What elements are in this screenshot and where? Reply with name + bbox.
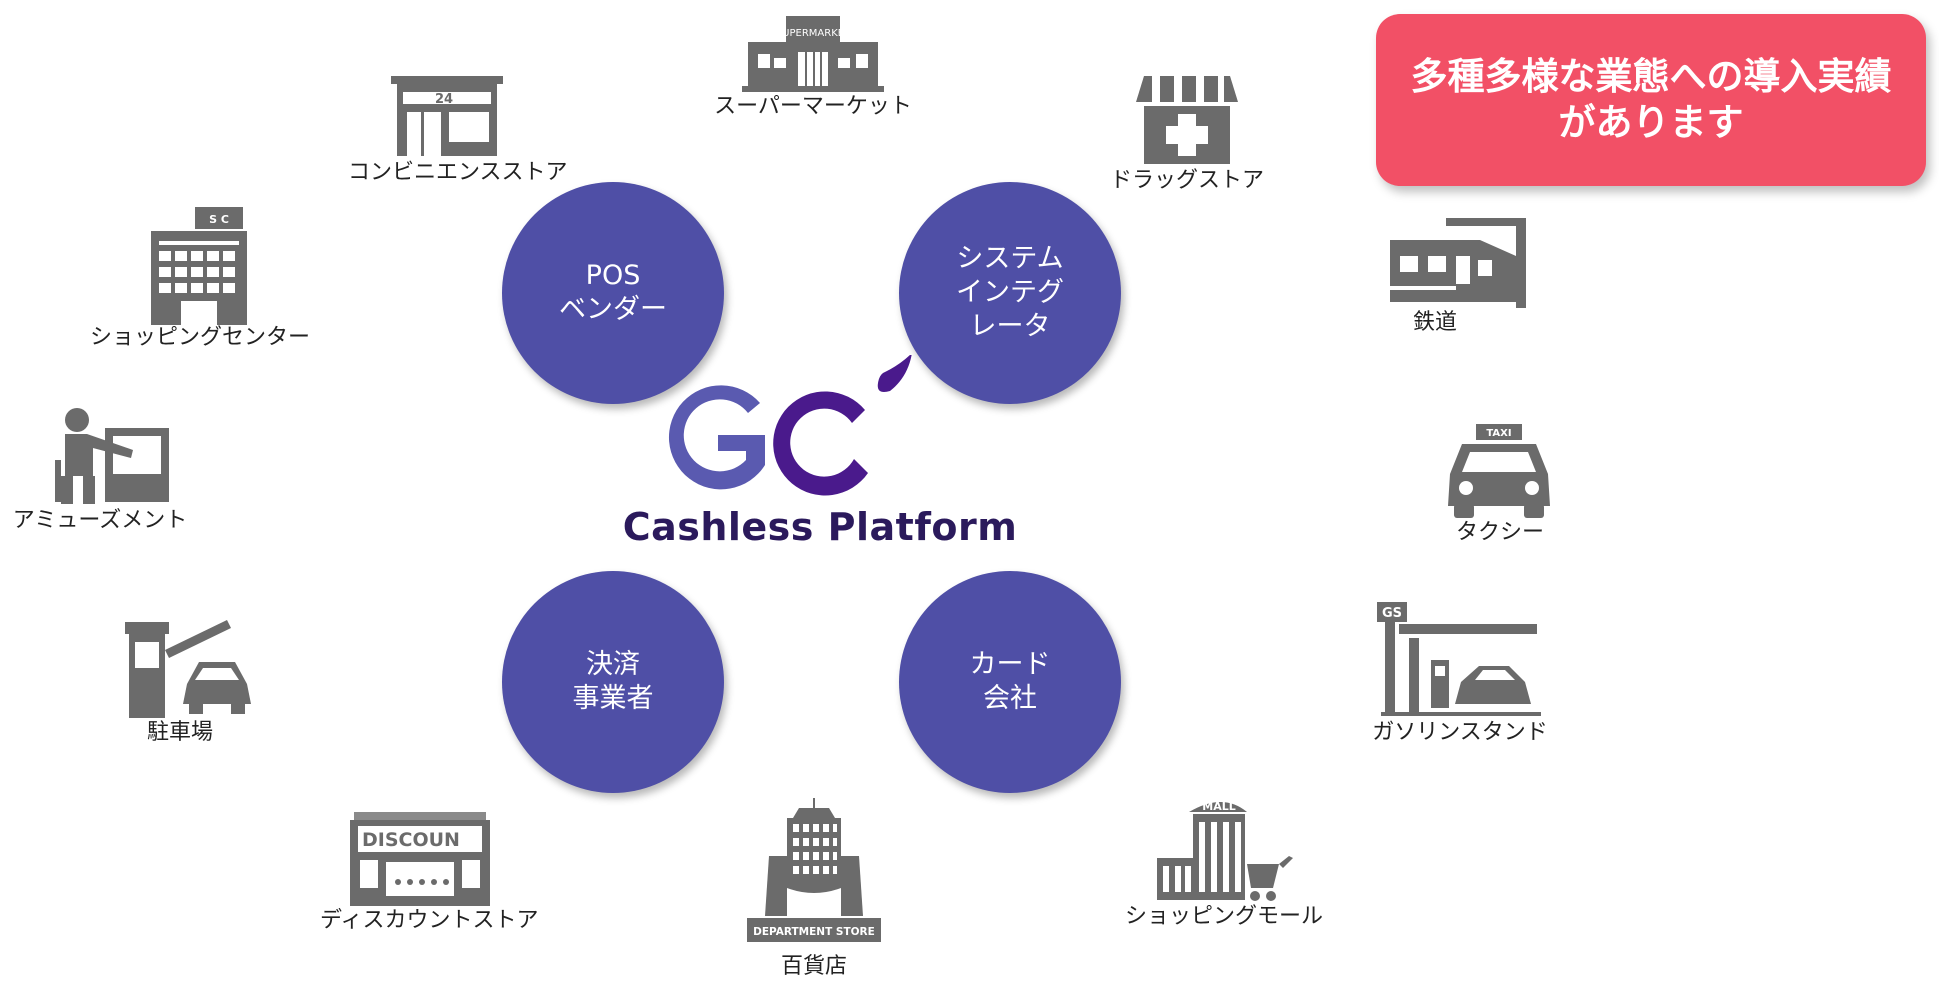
supermarket-icon: SUPERMARKET (742, 16, 884, 92)
industry-label: タクシー (1455, 520, 1544, 545)
callout-text: 多種多様な業態への導入実績 があります (1410, 55, 1892, 144)
industry-shopping-center: S C ショッピングセンター (90, 205, 311, 351)
industry-supermarket: SUPERMARKET スーパーマーケット (713, 8, 913, 120)
industry-label: コンビニエンスストア (348, 160, 568, 185)
industry-drugstore: ドラッグストア (1087, 68, 1287, 194)
gas-station-icon: GS (1377, 602, 1541, 716)
industry-shopping-mall: MALL ショッピングモール (1124, 792, 1324, 930)
brand-name: Cashless Platform (622, 505, 1018, 549)
industry-label: ガソリンスタンド (1372, 720, 1548, 745)
shopping-center-icon: S C (151, 207, 247, 325)
shopping-mall-icon: MALL (1157, 800, 1293, 901)
svg-text:DISCOUN: DISCOUN (362, 829, 460, 851)
convenience-store-icon: 24 (391, 76, 503, 156)
industry-label: ショッピングセンター (90, 325, 311, 350)
industry-discount-store: DISCOUN ディスカウントストア (320, 812, 539, 934)
amusement-icon (55, 408, 169, 504)
industry-parking: 駐車場 (80, 600, 280, 746)
industry-label: スーパーマーケット (714, 94, 912, 119)
callout-badge: 多種多様な業態への導入実績 があります (1376, 14, 1926, 186)
industry-label: 鉄道 (1412, 310, 1457, 335)
industry-label: アミューズメント (12, 508, 188, 533)
industry-gas-station: GS ガソリンスタンド (1360, 600, 1560, 746)
industry-amusement: アミューズメント (0, 398, 200, 534)
svg-text:S C: S C (209, 213, 229, 226)
svg-text:GS: GS (1382, 606, 1402, 621)
partner-label: 決済 事業者 (572, 649, 654, 714)
discount-store-icon: DISCOUN (350, 812, 490, 906)
industry-convenience-store: 24 コンビニエンスストア (348, 60, 568, 186)
svg-text:24: 24 (435, 92, 453, 107)
industry-label: ドラッグストア (1109, 168, 1264, 193)
industry-label: ディスカウントストア (320, 908, 539, 933)
partner-card-company: カード 会社 (899, 571, 1121, 793)
industry-taxi: TAXI タクシー (1400, 410, 1600, 546)
industry-label: 駐車場 (146, 720, 213, 745)
drugstore-icon (1136, 76, 1238, 164)
department-store-icon: DEPARTMENT STORE (747, 798, 881, 942)
partner-label: システム インテグ レータ (956, 243, 1064, 342)
partner-label: POS ベンダー (559, 260, 667, 325)
partner-payment-provider: 決済 事業者 (502, 571, 724, 793)
parking-icon (125, 620, 251, 718)
partner-pos-vendor: POS ベンダー (502, 182, 724, 404)
industry-label: ショッピングモール (1124, 904, 1323, 929)
industry-railway: 鉄道 (1350, 210, 1550, 336)
gc-logo-mark (668, 353, 912, 496)
partner-system-integrator: システム インテグ レータ (899, 182, 1121, 404)
svg-text:DEPARTMENT STORE: DEPARTMENT STORE (753, 926, 875, 938)
taxi-icon: TAXI (1448, 424, 1550, 518)
industry-label: 百貨店 (780, 954, 847, 979)
partner-label: カード 会社 (969, 649, 1051, 714)
svg-text:SUPERMARKET: SUPERMARKET (776, 28, 851, 39)
train-icon (1390, 218, 1526, 308)
svg-text:TAXI: TAXI (1486, 428, 1511, 439)
svg-text:MALL: MALL (1202, 800, 1235, 813)
gc-logo: Cashless Platform (600, 353, 1040, 575)
industry-department-store: DEPARTMENT STORE 百貨店 (714, 796, 914, 980)
